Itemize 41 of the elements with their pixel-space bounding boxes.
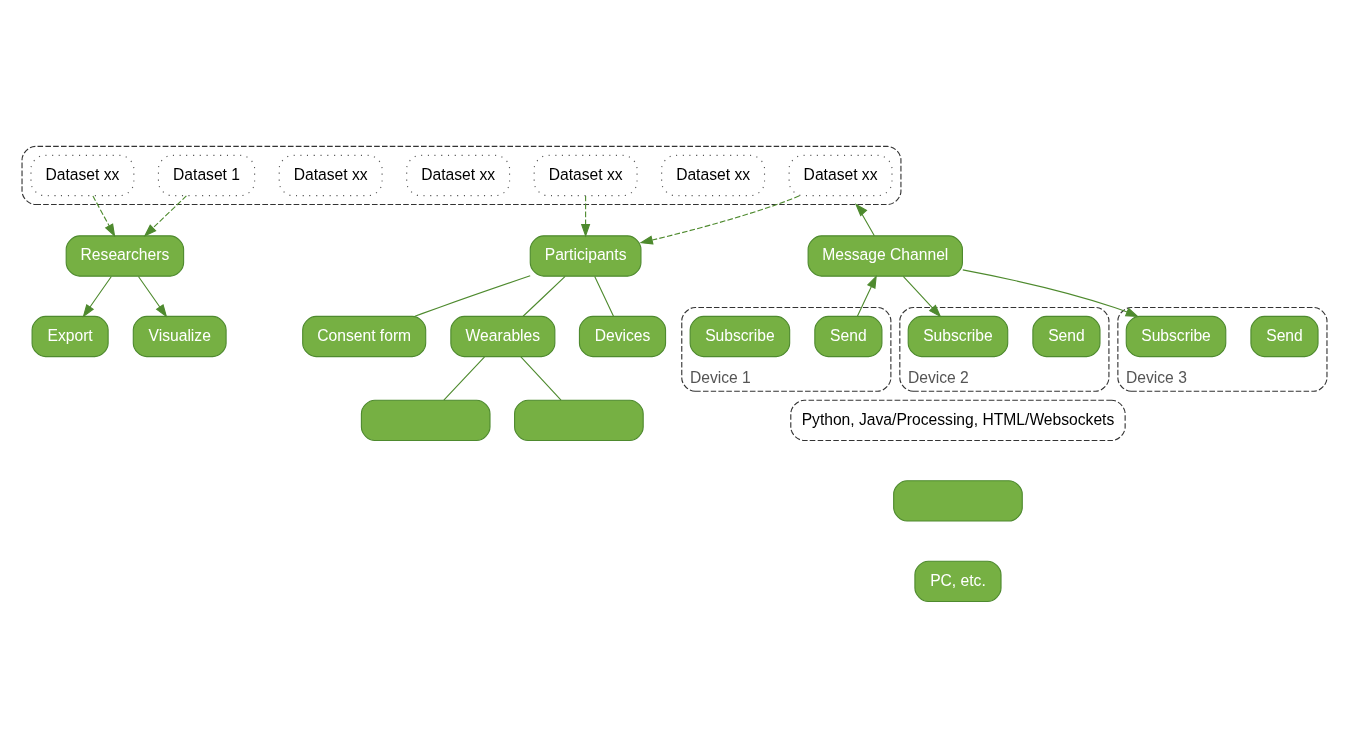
cluster: [21, 145, 902, 206]
node-box: Dataset xx: [406, 154, 511, 197]
node-box: Visualize: [132, 315, 227, 358]
node-box: Message Channel: [807, 235, 963, 277]
node-box: Dataset xx: [278, 154, 383, 197]
node-box: Dataset xx: [30, 154, 135, 197]
connector: [522, 275, 566, 317]
node-box: [893, 480, 1023, 522]
node-box: Participants: [529, 235, 642, 277]
arrow: [580, 195, 591, 238]
arrow: [856, 274, 877, 317]
node-box: [360, 399, 491, 442]
node-box: [514, 399, 644, 442]
node-box: Dataset xx: [788, 154, 893, 197]
node-box: Subscribe: [1125, 315, 1227, 358]
node-box: Send: [1250, 315, 1319, 358]
node-box: Devices: [578, 315, 667, 358]
arrow: [143, 195, 187, 237]
node-box: Send: [1032, 315, 1101, 358]
node-box: Subscribe: [907, 315, 1009, 358]
node-box: Dataset 1: [157, 154, 256, 197]
node-box: Export: [31, 315, 109, 358]
node-box: PC, etc.: [914, 560, 1002, 603]
node-box: Subscribe: [689, 315, 791, 358]
connector: [594, 275, 615, 317]
node-box: Send: [814, 315, 883, 358]
arrow: [82, 275, 112, 318]
arrow: [854, 203, 875, 237]
arrow: [137, 275, 168, 318]
node-box: Researchers: [65, 235, 185, 277]
arrow: [92, 195, 116, 238]
arrow: [962, 269, 1140, 318]
node-box: Dataset xx: [533, 154, 638, 197]
connector: [443, 356, 486, 401]
node-box: Consent form: [302, 315, 427, 358]
connector: [414, 275, 531, 317]
connector: [520, 356, 562, 401]
node-box: Python, Java/Processing, HTML/Websockets: [790, 399, 1126, 442]
node-box: Dataset xx: [661, 154, 766, 197]
arrow: [902, 275, 942, 318]
node-box: Wearables: [450, 315, 556, 358]
